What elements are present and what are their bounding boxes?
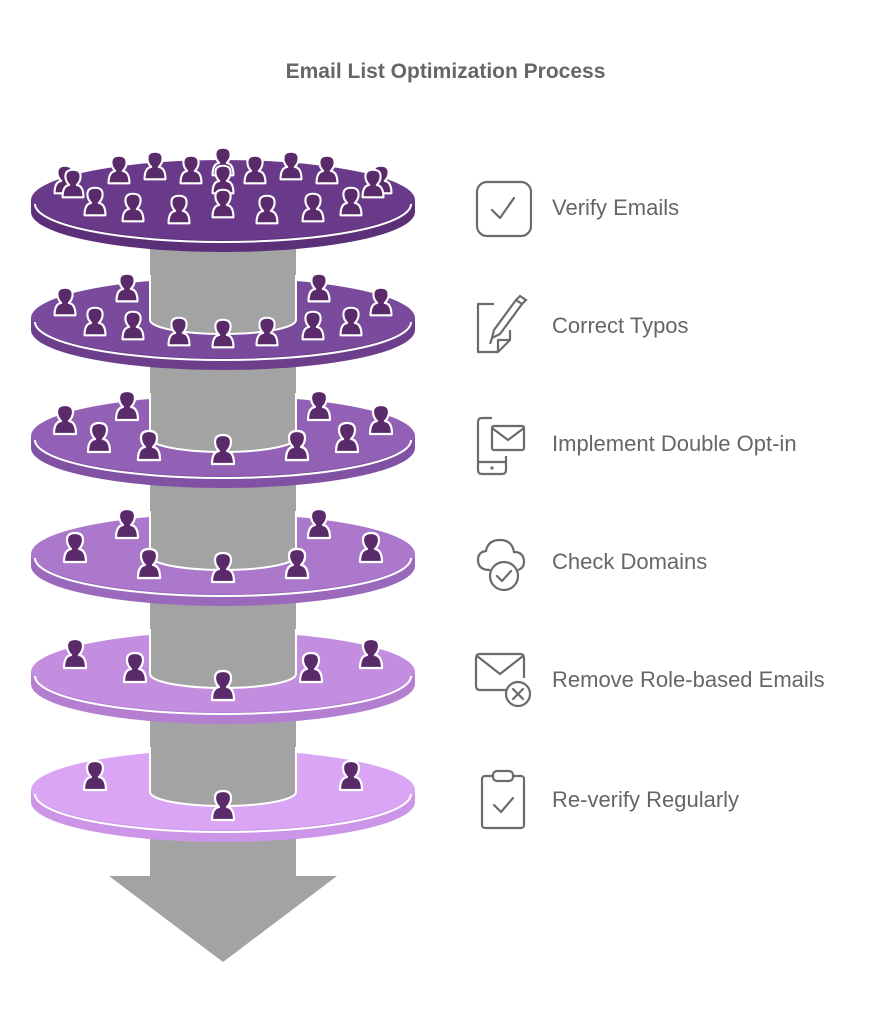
person-icon (338, 759, 364, 792)
person-icon (284, 429, 310, 462)
person-icon (86, 421, 112, 454)
diagram-title: Email List Optimization Process (285, 60, 606, 83)
disc-tier-4 (31, 507, 415, 606)
person-icon (339, 306, 363, 337)
disc-tier-2 (31, 272, 415, 370)
person-icon (121, 192, 145, 223)
person-icon (210, 433, 236, 466)
person-icon (82, 759, 108, 792)
step-re-verify-regularly: Re-verify Regularly (472, 768, 739, 832)
disc-tier-3 (31, 389, 415, 488)
step-label: Re-verify Regularly (552, 787, 740, 812)
clipboard-check-icon (472, 768, 538, 832)
person-icon (107, 154, 131, 185)
person-icon (143, 150, 167, 181)
person-icon (61, 168, 85, 199)
person-icon (279, 150, 303, 181)
step-label: Check Domains (552, 549, 708, 574)
person-icon (167, 316, 191, 347)
step-implement-double-opt-in: Implement Double Opt-in (472, 412, 797, 476)
person-icon (301, 192, 325, 223)
person-icon (284, 547, 310, 580)
person-icon (114, 389, 140, 422)
step-verify-emails: Verify Emails (472, 176, 679, 240)
column-segment-top (151, 626, 295, 636)
person-icon (368, 403, 394, 436)
person-icon (334, 421, 360, 454)
disc-rim (34, 203, 412, 243)
person-icon (211, 318, 235, 349)
person-icon (306, 389, 332, 422)
person-icon (369, 286, 393, 317)
column-segment-top (151, 390, 295, 400)
person-icon (339, 186, 363, 217)
person-icon (306, 507, 332, 540)
cloud-check-icon (472, 530, 538, 594)
person-icon (83, 186, 107, 217)
person-icon (255, 194, 279, 225)
person-icon (179, 154, 203, 185)
column-segment-top (151, 508, 295, 518)
person-icon (62, 637, 88, 670)
person-icon (52, 403, 78, 436)
column-segment-top (151, 272, 295, 282)
step-remove-role-based-emails: Remove Role-based Emails (472, 648, 825, 712)
person-icon (210, 551, 236, 584)
document-pen-icon (472, 294, 538, 358)
person-icon (307, 272, 331, 303)
column-segment-top (151, 744, 295, 754)
person-icon (136, 429, 162, 462)
step-label: Verify Emails (552, 195, 680, 220)
person-icon (210, 669, 236, 702)
disc-rim (34, 321, 412, 361)
down-arrow-head (109, 846, 337, 962)
checkbox-check-icon (472, 176, 538, 240)
disc-rim (34, 439, 412, 479)
person-icon (211, 188, 235, 219)
person-icon (255, 316, 279, 347)
step-correct-typos: Correct Typos (472, 294, 689, 358)
person-icon (83, 306, 107, 337)
person-icon (115, 272, 139, 303)
person-icon (121, 310, 145, 341)
step-label: Remove Role-based Emails (552, 667, 825, 692)
person-icon (358, 531, 384, 564)
disc-tier-6 (31, 744, 415, 842)
disc-tier-5 (31, 626, 415, 724)
person-icon (122, 651, 148, 684)
person-icon (301, 310, 325, 341)
person-icon (315, 154, 339, 185)
person-icon (167, 194, 191, 225)
person-icon (243, 154, 267, 185)
disc-tier-1 (31, 146, 415, 252)
person-icon (53, 286, 77, 317)
person-icon (114, 507, 140, 540)
person-icon (211, 164, 235, 195)
step-label: Correct Typos (552, 313, 689, 338)
mail-remove-icon (472, 648, 538, 712)
step-label: Implement Double Opt-in (552, 431, 797, 456)
person-icon (136, 547, 162, 580)
disc-rim (34, 793, 412, 833)
person-icon (298, 651, 324, 684)
step-check-domains: Check Domains (472, 530, 707, 594)
phone-mail-icon (472, 412, 538, 476)
person-icon (358, 637, 384, 670)
person-icon (361, 168, 385, 199)
person-icon (210, 789, 236, 822)
disc-rim (34, 557, 412, 597)
disc-rim (34, 675, 412, 715)
person-icon (62, 531, 88, 564)
